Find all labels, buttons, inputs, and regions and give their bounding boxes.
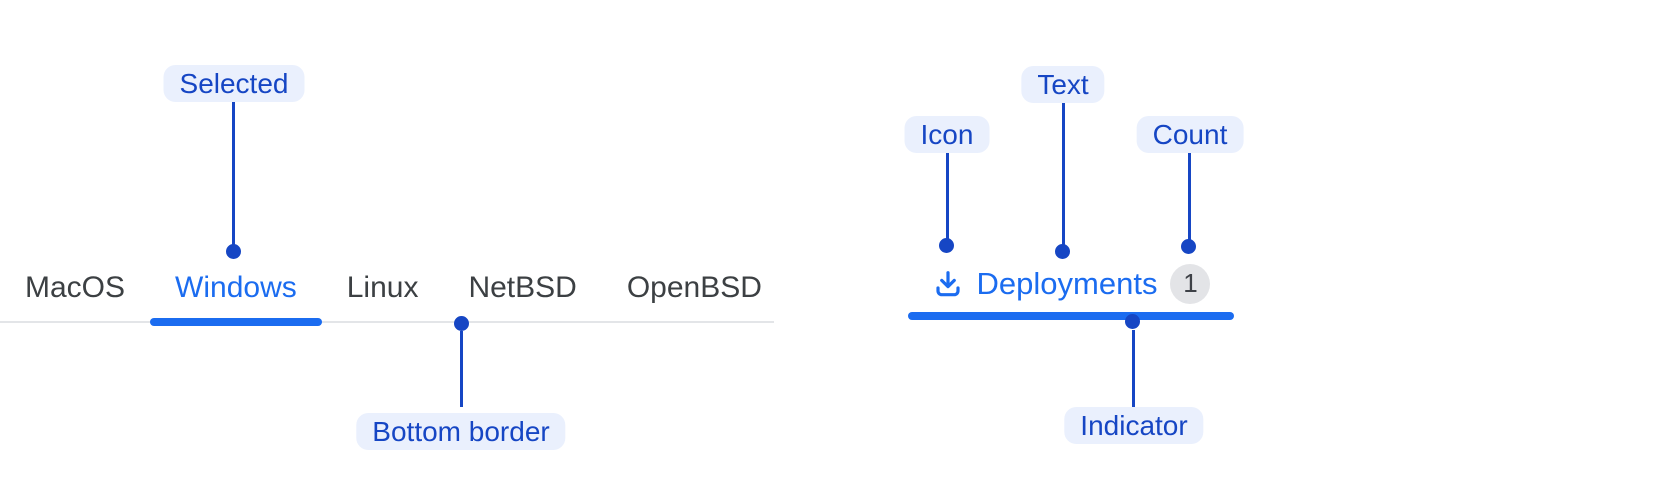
callout-dot-count [1181, 239, 1196, 254]
callout-dot-bottom-border [454, 316, 469, 331]
callout-dot-text [1055, 244, 1070, 259]
callout-line-icon [946, 153, 949, 239]
callout-line-bottom-border [460, 331, 463, 407]
callout-label-icon: Icon [904, 116, 990, 153]
tab-macos[interactable]: MacOS [25, 271, 126, 304]
callout-dot-icon [939, 238, 954, 253]
callout-label-count: Count [1136, 116, 1244, 153]
tab-openbsd[interactable]: OpenBSD [626, 271, 762, 304]
callout-dot-selected [226, 244, 241, 259]
tab-windows-selected[interactable]: Windows [150, 255, 322, 326]
tab-netbsd[interactable]: NetBSD [468, 271, 577, 304]
callout-dot-indicator [1125, 314, 1140, 329]
deployments-tab-label: Deployments [976, 265, 1158, 301]
callout-label-text: Text [1021, 66, 1105, 103]
callout-label-indicator: Indicator [1064, 407, 1204, 444]
callout-label-selected: Selected [163, 65, 305, 102]
tab-deployments[interactable]: Deployments 1 [908, 255, 1234, 320]
tab-linux[interactable]: Linux [346, 271, 419, 304]
callout-line-indicator [1132, 330, 1135, 407]
os-tab-bar: MacOS Windows Linux NetBSD OpenBSD [0, 255, 774, 326]
callout-line-count [1188, 153, 1191, 240]
download-icon [935, 270, 960, 296]
callout-line-selected [232, 102, 235, 245]
callout-line-text [1062, 103, 1065, 245]
callout-label-bottom-border: Bottom border [356, 413, 566, 450]
count-badge: 1 [1170, 263, 1211, 304]
